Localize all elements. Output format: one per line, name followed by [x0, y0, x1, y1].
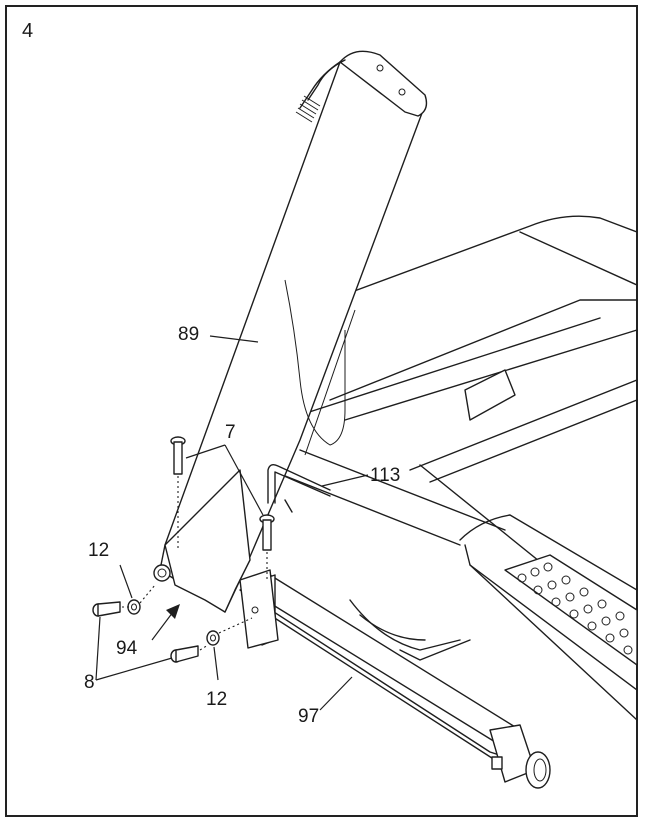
label-part-113: 113 [370, 465, 400, 486]
washer-left [127, 584, 156, 615]
label-part-12-bottom: 12 [206, 689, 227, 710]
leader-lines [95, 335, 369, 711]
step-number: 4 [22, 20, 33, 42]
bolt-upper [92, 601, 130, 617]
label-part-8: 8 [84, 672, 95, 693]
washer-bottom [206, 617, 253, 646]
label-part-7: 7 [225, 422, 236, 443]
key-tool [267, 463, 331, 513]
label-part-94: 94 [116, 638, 138, 659]
screw-left [170, 436, 186, 548]
foot-rail-grip-dots [517, 562, 633, 655]
label-part-97: 97 [298, 706, 319, 727]
label-part-89: 89 [178, 324, 199, 345]
base-frame [239, 569, 551, 789]
cover-arrow-icon [166, 604, 180, 619]
screw-right [259, 514, 275, 580]
treadmill-deck [269, 215, 638, 721]
bolt-lower [170, 644, 209, 663]
upright-tube [153, 50, 428, 613]
label-part-12-left: 12 [88, 540, 109, 561]
